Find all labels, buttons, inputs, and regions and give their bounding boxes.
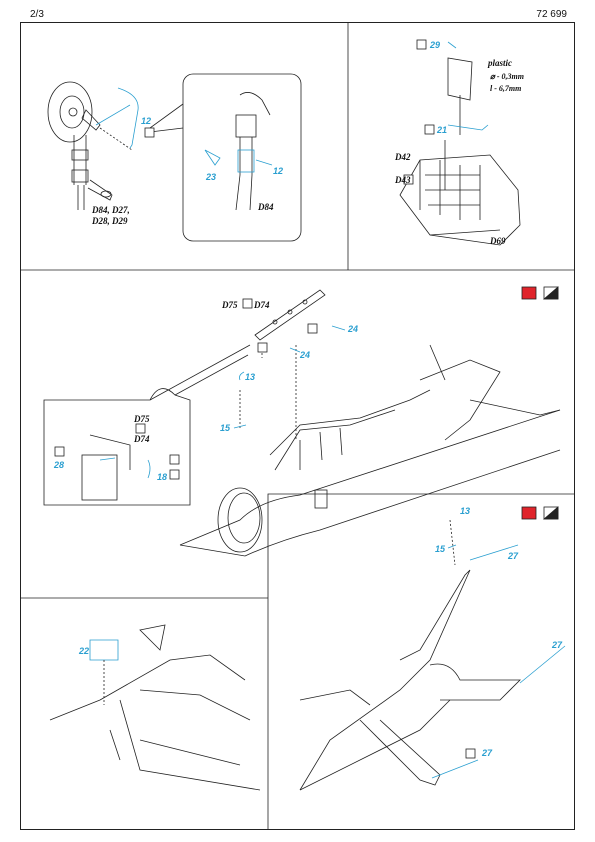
part-15-label: 15 <box>220 423 231 433</box>
page-frame <box>20 22 575 830</box>
fold-symbol-icon <box>169 454 180 465</box>
glue-symbol-icon <box>465 748 476 759</box>
fold-symbol-icon <box>257 342 268 353</box>
cockpit-tub-drawing <box>399 41 521 246</box>
parts-group-label-2: D28, D29 <box>92 216 128 226</box>
landing-gear-drawing <box>47 81 139 210</box>
inset-part-28-label: 28 <box>54 460 65 470</box>
inset-gear-drawing <box>204 92 273 211</box>
d74-label: D74 <box>254 300 270 310</box>
part-22-label: 22 <box>79 646 90 656</box>
paint-swatch-icon <box>521 286 559 300</box>
inset-part-23-label: 23 <box>206 172 217 182</box>
inset-cockpit-drawing <box>81 434 151 501</box>
d43-label: D43 <box>395 175 411 185</box>
glue-symbol-icon <box>169 469 180 480</box>
inset-leader <box>149 103 184 129</box>
part-29-label: 29 <box>430 40 441 50</box>
part-24a-label: 24 <box>348 324 359 334</box>
part-12-label: 12 <box>141 116 152 126</box>
kit-code: 72 699 <box>536 9 567 20</box>
inset-part-12-label: 12 <box>273 166 284 176</box>
inset-leader <box>149 127 184 133</box>
inset-leader <box>174 354 249 396</box>
d69-label: D69 <box>490 236 506 246</box>
panel-divider <box>267 493 575 598</box>
part-27c-label: 27 <box>482 748 493 758</box>
part-27a-label: 27 <box>508 551 519 561</box>
fold-symbol-icon <box>416 39 427 50</box>
fuselage-drawing <box>179 289 561 557</box>
page-number: 2/3 <box>30 9 44 20</box>
glue-symbol-icon <box>54 446 65 457</box>
plastic-dimension-1: ⌀ - 0,3mm <box>490 72 524 81</box>
fold-symbol-icon <box>144 127 155 138</box>
inset-d74-label: D74 <box>134 434 150 444</box>
inset-leader <box>149 344 251 401</box>
glue-symbol-icon <box>135 423 146 434</box>
plastic-label: plastic <box>488 58 512 68</box>
paint-swatch-icon <box>521 506 559 520</box>
part-15-label-tail: 15 <box>435 544 446 554</box>
d42-label: D42 <box>395 152 411 162</box>
plastic-dimension-2: l - 6,7mm <box>490 84 522 93</box>
inset-frame <box>43 388 191 506</box>
part-13-label-tail: 13 <box>460 506 471 516</box>
inset-part-18-label: 18 <box>157 472 168 482</box>
inset-frame <box>182 73 302 242</box>
part-21-label: 21 <box>437 125 448 135</box>
d75-label: D75 <box>222 300 238 310</box>
inset-d75-label: D75 <box>134 414 150 424</box>
rear-fuselage-drawing <box>49 624 261 791</box>
part-24b-label: 24 <box>300 350 311 360</box>
inset-d84-label: D84 <box>258 202 274 212</box>
part-27b-label: 27 <box>552 640 563 650</box>
part-13-label: 13 <box>245 372 256 382</box>
glue-symbol-icon <box>403 174 414 185</box>
fold-symbol-icon <box>424 124 435 135</box>
fold-symbol-icon <box>307 323 318 334</box>
glue-symbol-icon <box>242 298 253 309</box>
parts-group-label: D84, D27, <box>92 205 130 215</box>
tail-drawing <box>299 519 566 791</box>
